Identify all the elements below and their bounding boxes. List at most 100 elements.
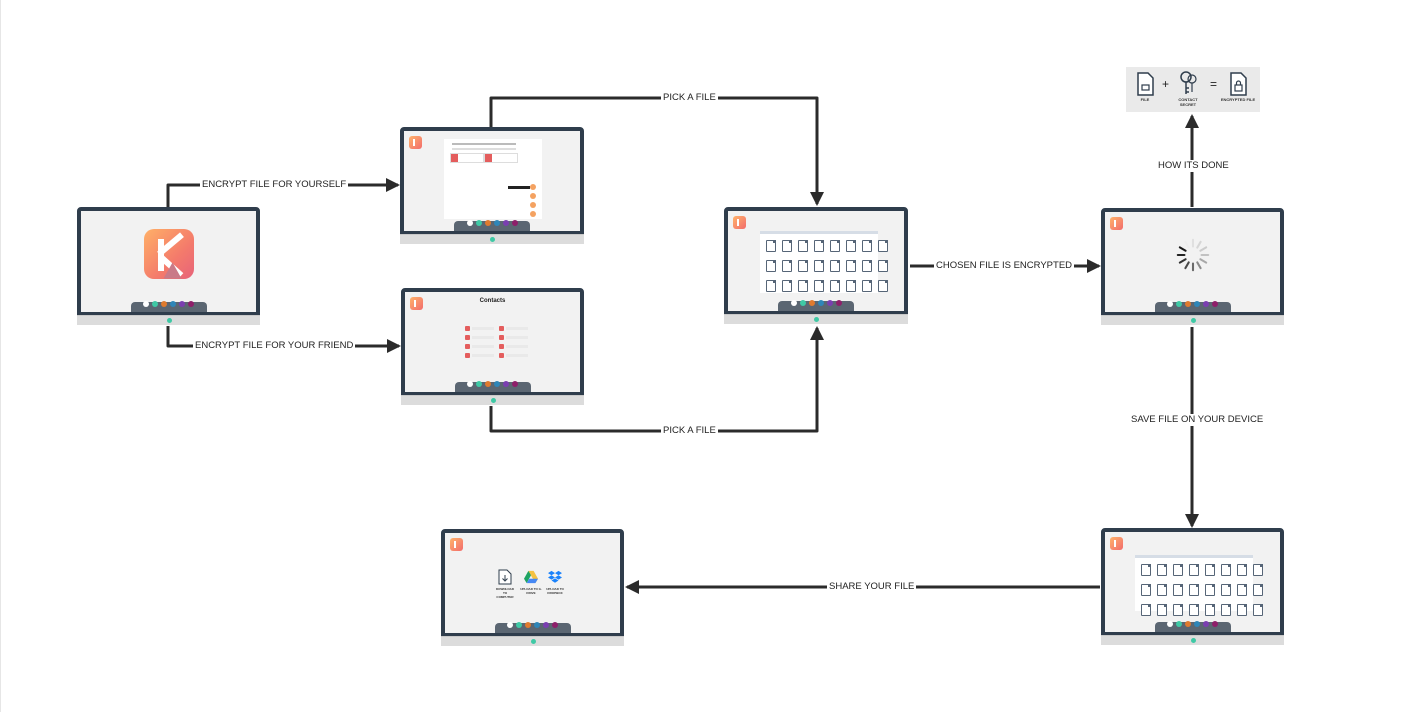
file-icon[interactable] bbox=[1173, 584, 1183, 596]
dock-app-icon[interactable] bbox=[475, 220, 482, 226]
dock-app-icon[interactable] bbox=[466, 220, 473, 226]
file-icon[interactable] bbox=[782, 280, 792, 292]
dock-app-icon[interactable] bbox=[511, 220, 518, 226]
dock-app-icon[interactable] bbox=[525, 622, 531, 628]
file-icon[interactable] bbox=[798, 260, 808, 272]
dock-app-icon[interactable] bbox=[502, 220, 509, 226]
share-gdrive[interactable]: UPLOAD TO G. DRIVE bbox=[520, 569, 542, 595]
dock-app-icon[interactable] bbox=[1212, 621, 1218, 627]
file-icon[interactable] bbox=[846, 240, 856, 252]
file-icon[interactable] bbox=[798, 240, 808, 252]
dock-app-icon[interactable] bbox=[1203, 301, 1209, 307]
dock-app-icon[interactable] bbox=[1185, 301, 1191, 307]
dock-app-icon[interactable] bbox=[799, 300, 806, 306]
file-icon[interactable] bbox=[1189, 584, 1199, 596]
dock-app-icon[interactable] bbox=[485, 381, 491, 387]
dock-app-icon[interactable] bbox=[1167, 621, 1173, 627]
file-icon[interactable] bbox=[766, 240, 776, 252]
contact-item[interactable] bbox=[499, 344, 528, 349]
file-icon[interactable] bbox=[862, 280, 872, 292]
file-icon[interactable] bbox=[1157, 584, 1167, 596]
dock-app-icon[interactable] bbox=[552, 622, 558, 628]
file-icon[interactable] bbox=[878, 260, 888, 272]
file-icon[interactable] bbox=[830, 240, 840, 252]
file-icon[interactable] bbox=[814, 280, 824, 292]
contact-item[interactable] bbox=[499, 353, 528, 358]
dock-app-icon[interactable] bbox=[188, 301, 194, 307]
share-dropbox[interactable]: UPLOAD TO DROPBOX bbox=[544, 569, 566, 595]
dock-app-icon[interactable] bbox=[476, 381, 482, 387]
file-icon[interactable] bbox=[846, 280, 856, 292]
fab-button[interactable] bbox=[530, 193, 536, 199]
file-icon[interactable] bbox=[798, 280, 808, 292]
dock-app-icon[interactable] bbox=[1176, 621, 1182, 627]
file-icon[interactable] bbox=[1173, 564, 1183, 576]
file-icon[interactable] bbox=[1173, 604, 1183, 616]
dock-app-icon[interactable] bbox=[143, 301, 149, 307]
file-icon[interactable] bbox=[1141, 584, 1151, 596]
file-icon[interactable] bbox=[1253, 584, 1263, 596]
file-icon[interactable] bbox=[1189, 564, 1199, 576]
dock-app-icon[interactable] bbox=[835, 300, 842, 306]
dock-app-icon[interactable] bbox=[179, 301, 185, 307]
file-icon[interactable] bbox=[1141, 604, 1151, 616]
contact-item[interactable] bbox=[465, 353, 494, 358]
dock-app-icon[interactable] bbox=[516, 622, 522, 628]
dock-app-icon[interactable] bbox=[507, 622, 513, 628]
dock-app-icon[interactable] bbox=[1212, 301, 1218, 307]
file-icon[interactable] bbox=[830, 280, 840, 292]
file-icon[interactable] bbox=[814, 260, 824, 272]
dock-app-icon[interactable] bbox=[1167, 301, 1173, 307]
file-icon[interactable] bbox=[1221, 564, 1231, 576]
dock-app-icon[interactable] bbox=[534, 622, 540, 628]
file-icon[interactable] bbox=[1205, 564, 1215, 576]
contact-item[interactable] bbox=[465, 326, 494, 331]
file-icon[interactable] bbox=[782, 260, 792, 272]
file-icon[interactable] bbox=[1189, 604, 1199, 616]
file-icon[interactable] bbox=[1141, 564, 1151, 576]
dock-app-icon[interactable] bbox=[493, 220, 500, 226]
share-download[interactable]: DOWNLOAD TO COMPUTER bbox=[494, 569, 516, 599]
dock-app-icon[interactable] bbox=[503, 381, 509, 387]
contact-item[interactable] bbox=[465, 344, 494, 349]
file-icon[interactable] bbox=[1237, 584, 1247, 596]
dock-app-icon[interactable] bbox=[790, 300, 797, 306]
file-icon[interactable] bbox=[1253, 604, 1263, 616]
dock-app-icon[interactable] bbox=[543, 622, 549, 628]
dock-app-icon[interactable] bbox=[1203, 621, 1209, 627]
file-icon[interactable] bbox=[766, 280, 776, 292]
dock-app-icon[interactable] bbox=[817, 300, 824, 306]
file-icon[interactable] bbox=[782, 240, 792, 252]
file-icon[interactable] bbox=[1237, 604, 1247, 616]
file-icon[interactable] bbox=[1205, 604, 1215, 616]
dock-app-icon[interactable] bbox=[1194, 621, 1200, 627]
dock-app-icon[interactable] bbox=[161, 301, 167, 307]
dock-app-icon[interactable] bbox=[1185, 621, 1191, 627]
file-icon[interactable] bbox=[846, 260, 856, 272]
contact-item[interactable] bbox=[499, 326, 528, 331]
dock-app-icon[interactable] bbox=[826, 300, 833, 306]
file-icon[interactable] bbox=[814, 240, 824, 252]
fab-button[interactable] bbox=[530, 211, 536, 217]
file-icon[interactable] bbox=[766, 260, 776, 272]
contact-item[interactable] bbox=[499, 335, 528, 340]
file-icon[interactable] bbox=[862, 260, 872, 272]
fab-button[interactable] bbox=[530, 202, 536, 208]
dock-app-icon[interactable] bbox=[152, 301, 158, 307]
fab-button[interactable] bbox=[530, 184, 536, 190]
dock-app-icon[interactable] bbox=[170, 301, 176, 307]
dock-app-icon[interactable] bbox=[808, 300, 815, 306]
file-icon[interactable] bbox=[1221, 604, 1231, 616]
file-icon[interactable] bbox=[1253, 564, 1263, 576]
file-icon[interactable] bbox=[878, 240, 888, 252]
file-icon[interactable] bbox=[1237, 564, 1247, 576]
dock-app-icon[interactable] bbox=[1194, 301, 1200, 307]
dock-app-icon[interactable] bbox=[1176, 301, 1182, 307]
dock-app-icon[interactable] bbox=[494, 381, 500, 387]
dock-app-icon[interactable] bbox=[467, 381, 473, 387]
file-icon[interactable] bbox=[862, 240, 872, 252]
file-icon[interactable] bbox=[1205, 584, 1215, 596]
dock-app-icon[interactable] bbox=[512, 381, 518, 387]
dock-app-icon[interactable] bbox=[484, 220, 491, 226]
contact-item[interactable] bbox=[465, 335, 494, 340]
